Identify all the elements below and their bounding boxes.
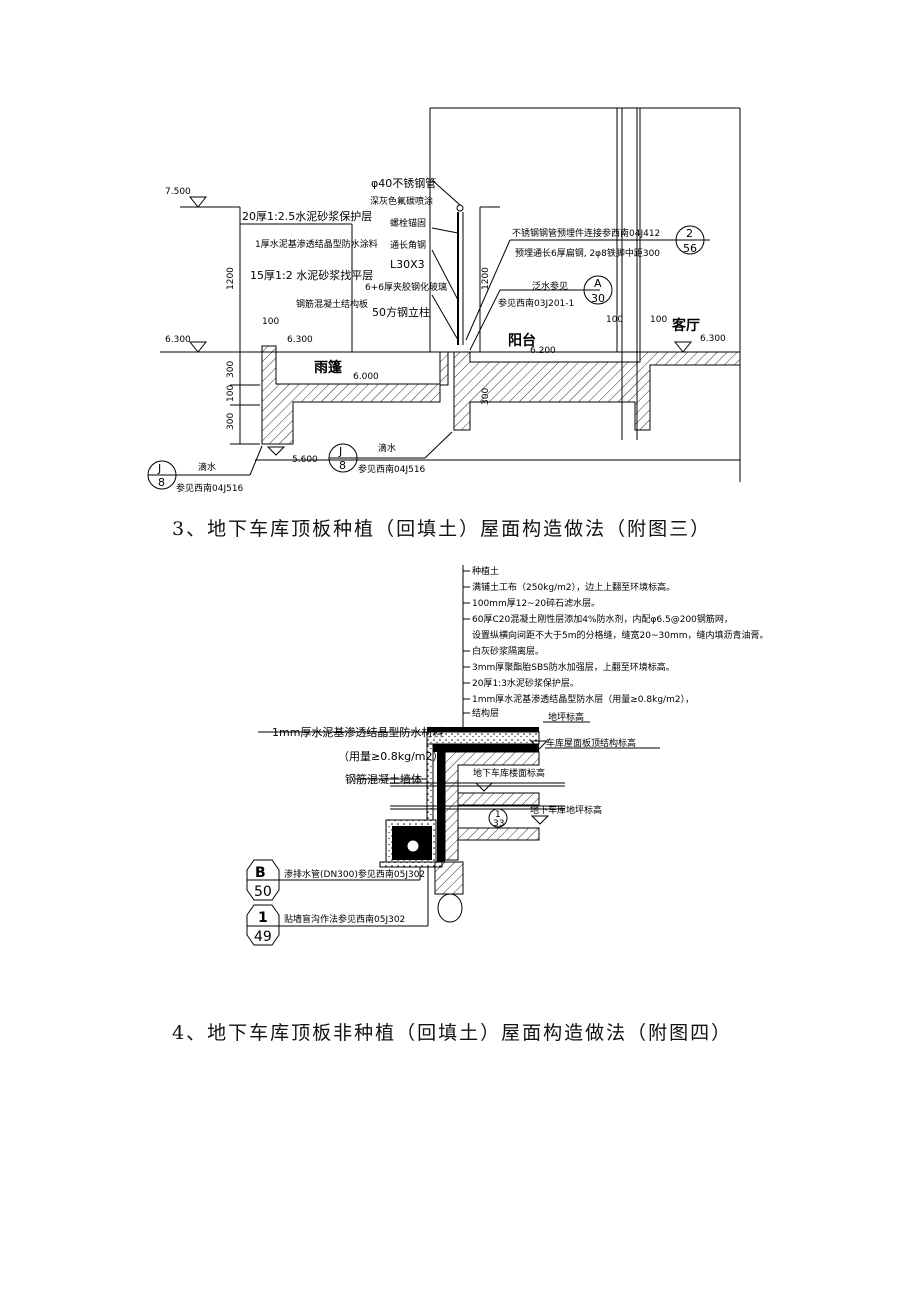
garage-ground-level-label: 地下车库地坪标高: [530, 804, 602, 816]
layer-label: 3mm厚聚酯胎SBS防水加强层，上翻至环境标高。: [472, 661, 675, 673]
layer-label: 种植土: [472, 565, 499, 577]
dim-1200: 1200: [226, 267, 236, 290]
ref-circle-top: J: [157, 462, 161, 475]
railing-label: φ40不锈钢管: [371, 176, 436, 190]
dim-1200-b: 1200: [481, 267, 491, 290]
balcony-section-drawing: [147, 107, 741, 490]
canopy-label: 雨篷: [314, 359, 343, 376]
ref-circle-bottom: 30: [591, 292, 605, 305]
ref-circle-top: B: [255, 865, 266, 881]
waterproof-label: 1mm厚水泥基渗透结晶型防水材料: [272, 725, 443, 739]
ref-circle-top: 1: [258, 910, 268, 926]
dim-300: 300: [226, 361, 236, 378]
roof-level-label: 车库屋面板顶结构标高: [546, 737, 636, 749]
wall-label: 钢筋混凝土墙体: [345, 772, 422, 786]
ref-circle-top: A: [594, 277, 602, 290]
layer-label: 设置纵横向间距不大于5m的分格缝，缝宽20~30mm，缝内填沥青油膏。: [472, 629, 768, 641]
layer-label: 20厚1:3水泥砂浆保护层。: [472, 677, 579, 689]
layer-label: 20厚1:2.5水泥砂浆保护层: [242, 209, 372, 223]
ref-circle-top: J: [338, 445, 342, 458]
level-6300: 6.300: [165, 335, 191, 345]
ground-level-label: 地坪标高: [548, 711, 584, 723]
dim-100-d: 100: [650, 315, 667, 325]
layer-label: 60厚C20混凝土刚性层添加4%防水剂，内配φ6.5@200钢筋网，: [472, 613, 733, 625]
layer-label: 白灰砂浆隔离层。: [472, 645, 544, 657]
dim-300-c: 300: [481, 388, 491, 405]
layer-label: 结构层: [472, 707, 499, 719]
ref-circle-top: 2: [686, 227, 693, 240]
layer-label: 满铺土工布（250kg/m2），边上上翻至环境标高。: [472, 581, 675, 593]
level-5600: 5.600: [292, 455, 318, 465]
railing-label: 6+6厚夹胶钢化玻璃: [365, 281, 447, 293]
layer-label: 1厚水泥基渗透结晶型防水涂料: [255, 238, 378, 250]
ref-circle-top: 1: [495, 810, 501, 820]
dim-300-b: 300: [226, 413, 236, 430]
level-7500: 7.500: [165, 187, 191, 197]
flashing-note: 参见西南03J201-1: [498, 297, 574, 309]
ref-circle-bottom: 33: [493, 819, 504, 829]
ref-circle-bottom: 49: [254, 929, 272, 945]
waterproof-usage: （用量≥0.8kg/m2）: [338, 750, 443, 763]
level-6300-living: 6.300: [700, 334, 726, 344]
ref-circle-bottom: 50: [254, 884, 272, 900]
ref-circle-bottom: 8: [158, 476, 165, 489]
layer-label: 100mm厚12~20碎石滤水层。: [472, 597, 600, 609]
dim-100-b: 100: [226, 385, 236, 402]
ref-circle-bottom: 56: [683, 242, 697, 255]
planting-roof-section-drawing: [246, 565, 660, 946]
drip-ref: 参见西南04J516: [358, 463, 426, 475]
flashing-note: 泛水参见: [532, 280, 568, 292]
railing-label: L30X3: [390, 258, 425, 271]
dim-100-c: 100: [606, 315, 623, 325]
layer-label: 1mm厚水泥基渗透结晶型防水层（用量≥0.8kg/m2），: [472, 693, 694, 705]
railing-label: 50方钢立柱: [372, 305, 430, 319]
railing-label: 通长角钢: [390, 239, 426, 251]
caption-figure-3: 3、地下车库顶板种植（回填土）屋面构造做法（附图三）: [172, 518, 712, 540]
level-6200: 6.200: [530, 346, 556, 356]
dim-100: 100: [262, 317, 279, 327]
drip-label: 滴水: [378, 442, 396, 454]
layer-label: 钢筋混凝土结构板: [296, 298, 368, 310]
living-room-label: 客厅: [671, 317, 700, 334]
railing-label: 螺栓锚固: [390, 217, 426, 229]
drip-label: 滴水: [198, 461, 216, 473]
embed-note: 不锈钢钢管预埋件连接参西南04J412: [512, 227, 660, 239]
layer-label: 15厚1:2 水泥砂浆找平层: [250, 268, 373, 282]
caption-figure-4: 4、地下车库顶板非种植（回填土）屋面构造做法（附图四）: [172, 1022, 733, 1044]
blind-ditch-note: 贴墙盲沟作法参见西南05J302: [284, 913, 405, 925]
level-6300-canopy: 6.300: [287, 335, 313, 345]
level-6000: 6.000: [353, 372, 379, 382]
floor-level-label: 地下车库楼面标高: [473, 767, 545, 779]
drip-ref: 参见西南04J516: [176, 482, 244, 494]
ref-circle-bottom: 8: [339, 459, 346, 472]
embed-note: 预埋通长6厚扁钢, 2φ8铁脚中距300: [515, 247, 660, 259]
railing-label: 深灰色氟碳喷涂: [370, 195, 433, 207]
balcony-label: 阳台: [508, 332, 536, 349]
drain-note: 渗排水管(DN300)参见西南05J302: [284, 868, 425, 880]
